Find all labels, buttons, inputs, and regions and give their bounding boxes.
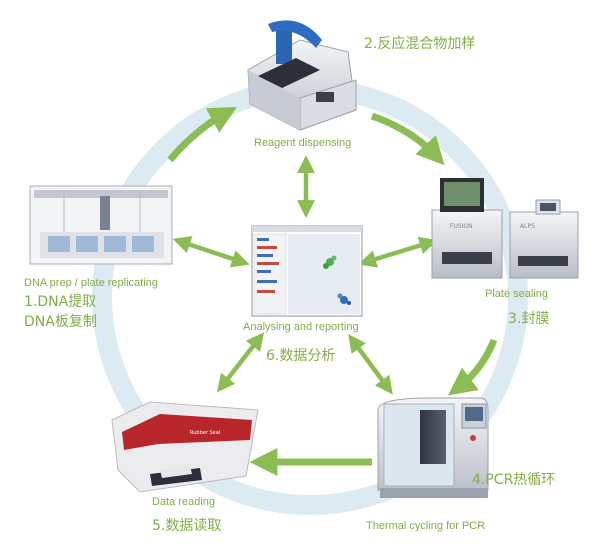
step-4-en-label: Thermal cycling for PCR — [366, 520, 485, 532]
reader-logo: Ω — [138, 438, 145, 448]
analysis-screenshot — [251, 225, 363, 317]
step-1-cn-label-2: DNA板复制 — [24, 313, 97, 330]
center-cn-label: 6.数据分析 — [266, 348, 335, 364]
hub-arrow-reading — [217, 332, 265, 393]
cycle-arrows — [167, 106, 498, 476]
step-1-en-label: DNA prep / plate replicating — [24, 277, 158, 289]
dispenser-device — [247, 20, 357, 131]
arrow-dispensing-to-sealing — [370, 112, 445, 166]
step-5-en-label: Data reading — [152, 496, 215, 508]
dnaprep-device — [29, 185, 173, 265]
pcr-device — [377, 397, 489, 498]
hub-arrow-pcr — [348, 334, 393, 395]
sealer-brand-left: FUSION — [450, 223, 473, 230]
step-5-cn-label: 5.数据读取 — [152, 517, 221, 534]
hub-arrows — [172, 155, 438, 395]
sealer-device-right: ALPS — [509, 199, 579, 279]
sealer-device-left: FUSION — [431, 178, 503, 279]
step-4-cn-label: 4.PCR热循环 — [472, 472, 555, 488]
hub-arrow-sealing — [358, 236, 438, 268]
sealer-brand-right: ALPS — [520, 223, 535, 230]
arrow-sealing-to-pcr — [447, 338, 498, 396]
step-1-cn-label-1: 1.DNA提取 — [24, 294, 96, 310]
hub-arrow-dnaprep — [172, 236, 250, 268]
step-3-cn-label: 3.封膜 — [508, 311, 549, 327]
reader-brand: Rubber Seal — [190, 430, 220, 436]
center-en-label: Analysing and reporting — [243, 321, 359, 333]
arrow-dnaprep-to-dispensing — [167, 106, 238, 163]
step-3-en-label: Plate sealing — [485, 288, 548, 300]
step-2-en-label: Reagent dispensing — [254, 137, 351, 149]
reader-device: Ω Rubber Seal — [111, 401, 259, 493]
step-2-cn-label: 2.反应混合物加样 — [364, 35, 475, 52]
